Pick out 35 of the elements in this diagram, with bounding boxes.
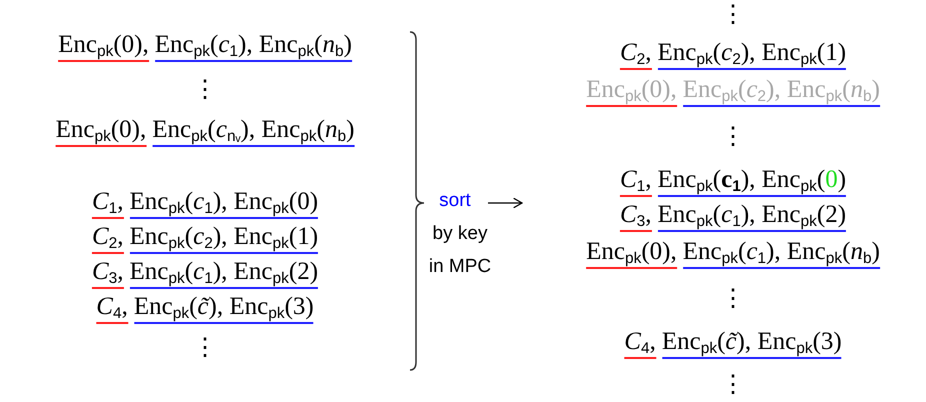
formula-term: Enc$_{pk}$(c̃), Enc$_{pk}$(3) [134,293,314,324]
formula-term: C$_{2}$, [620,39,652,70]
formula-term: C$_{3}$, [620,201,652,232]
vertical-ellipsis: ⋮ [721,287,745,311]
formula-term: Enc$_{pk}$(0), [586,76,677,107]
formula-term: Enc$_{pk}$(c$_{1}$), Enc$_{pk}$(n$_{b}$) [682,238,880,269]
vertical-ellipsis: ⋮ [721,373,745,397]
annotation-text: sort [439,190,471,212]
annotation-text: by key [432,223,488,245]
formula-term: Enc$_{pk}$(c$_{2}$), Enc$_{pk}$(1) [130,223,318,254]
formula-term: Enc$_{pk}$(c$_{1}$), Enc$_{pk}$(2) [130,258,318,289]
vertical-ellipsis: ⋮ [721,125,745,149]
vertical-ellipsis: ⋮ [193,336,217,360]
formula-term: Enc$_{pk}$(c$_{1}$), Enc$_{pk}$(0) [130,188,318,219]
formula-term: ) [838,166,846,197]
formula-term: Enc$_{pk}$(c̃), Enc$_{pk}$(3) [662,328,842,359]
formula-term: 0 [825,166,838,197]
formula-term: Enc$_{pk}$(c$_{1}$), Enc$_{pk}$(n$_{b}$) [154,31,352,62]
formula-term: Enc$_{pk}$(c$_{1}$), Enc$_{pk}$( [658,166,826,197]
formula-term: C$_{1}$, [92,188,124,219]
formula-term: C$_{1}$, [620,166,652,197]
vertical-ellipsis: ⋮ [721,3,745,27]
formula-term: C$_{2}$, [92,223,124,254]
formula-term: Enc$_{pk}$(c$_{2}$), Enc$_{pk}$(1) [658,39,846,70]
formula-term: C$_{4}$, [96,293,128,324]
formula-term: C$_{3}$, [92,258,124,289]
formula-term: Enc$_{pk}$(c$_{1}$), Enc$_{pk}$(2) [658,201,846,232]
formula-term: Enc$_{pk}$(c$_{nᵥ}$), Enc$_{pk}$(n$_{b}$) [152,116,354,147]
formula-term: Enc$_{pk}$(0), [56,116,146,147]
formula-term: Enc$_{pk}$(0), [586,238,677,269]
formula-term: C$_{4}$, [624,328,656,359]
formula-term: Enc$_{pk}$(0), [58,31,149,62]
annotation-text: in MPC [428,256,492,278]
vertical-ellipsis: ⋮ [193,78,217,102]
formula-term: Enc$_{pk}$(c$_{2}$), Enc$_{pk}$(n$_{b}$) [682,76,880,107]
